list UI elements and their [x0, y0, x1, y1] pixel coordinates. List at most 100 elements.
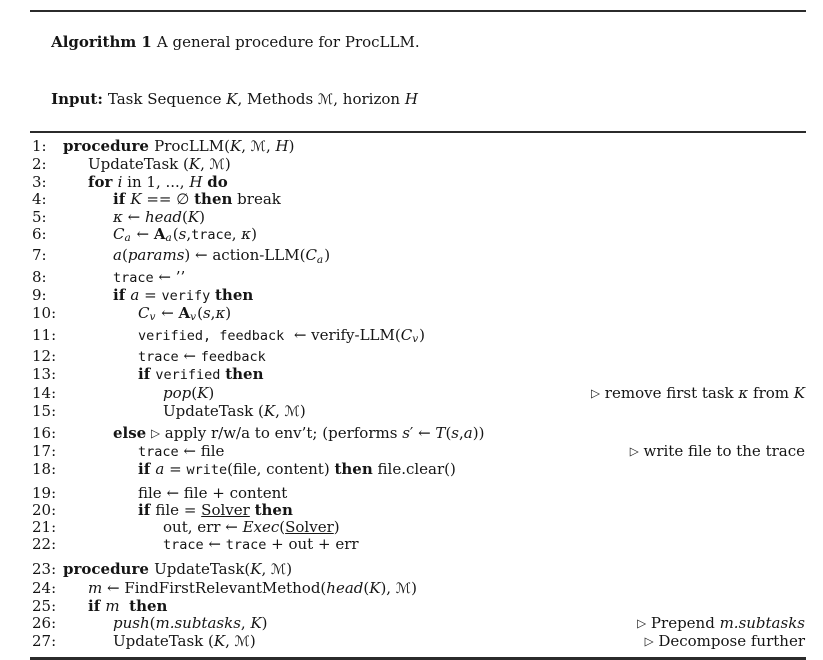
code-token-it: Exec — [242, 517, 280, 536]
code-token-rm: ) — [419, 325, 426, 344]
code-token-it: head — [326, 578, 364, 597]
code-token-rm — [120, 597, 130, 615]
code-content: UpdateTask (K, ℳ) — [113, 633, 256, 651]
code-token-rm: , — [225, 632, 235, 651]
code-token-it: κ — [241, 224, 252, 243]
line-number: 22: — [32, 535, 57, 554]
code-token-kw: else — [113, 423, 147, 442]
code-token-rm: , — [241, 136, 251, 155]
algorithm-line-20: 20:if file = Solver then — [30, 500, 806, 519]
line-number: 5: — [32, 207, 47, 226]
code-token-rm: ( — [197, 304, 203, 323]
line-number: 20: — [32, 500, 57, 519]
code-token-kw: if — [113, 285, 131, 304]
code-token-rm: ← — [203, 535, 226, 554]
line-number: 11: — [32, 325, 57, 344]
code-token-kw: then — [334, 460, 373, 479]
code-token-rm: ← ’’ — [153, 267, 186, 286]
algorithm-line-1: 1:procedure ProcLLM(K, ℳ, H) — [30, 136, 806, 156]
code-token-rm: , — [231, 224, 242, 243]
code-token-rm: Decompose further — [653, 632, 805, 651]
line-number: 21: — [32, 517, 57, 536]
code-token-rm: , — [210, 304, 216, 323]
comment-triangle-icon: ▷ — [151, 425, 161, 440]
code-token-it: a — [130, 285, 140, 304]
code-token-scr: ℳ — [395, 580, 412, 597]
code-content: if a = verify then — [113, 285, 253, 305]
code-token-kw: if — [138, 500, 156, 519]
code-token-rm: UpdateTask ( — [113, 632, 214, 651]
line-number: 27: — [32, 632, 57, 651]
code-content: m ← FindFirstRelevantMethod(head(K), ℳ) — [88, 578, 417, 598]
line-number: 8: — [32, 267, 47, 286]
code-content: if verified then — [138, 366, 263, 384]
code-token-kw: then — [129, 596, 168, 615]
code-token-rm: )) — [472, 423, 485, 442]
code-token-rm: ) — [261, 613, 268, 632]
code-token-it: m.subtasks — [155, 613, 241, 632]
code-token-it: K — [250, 613, 262, 632]
code-token-kw: if — [88, 596, 106, 615]
code-content: UpdateTask (K, ℳ) — [163, 401, 306, 421]
code-content: file ← file + content — [138, 484, 287, 502]
code-token-it: H — [404, 90, 418, 109]
code-token-rm: ) — [288, 136, 295, 155]
code-content: else ▷ apply r/w/a to env’t; (performs s… — [113, 423, 485, 443]
code-token-it: κ — [113, 207, 123, 226]
code-token-rm: ) — [249, 632, 256, 651]
algorithm-caption-title: A general procedure for ProcLLM. — [156, 33, 420, 52]
algorithm-line-23: 23:procedure UpdateTask(K, ℳ) — [30, 561, 806, 579]
code-token-it: T — [435, 423, 446, 442]
algorithm-line-5: 5: κ ← head(K) — [30, 207, 806, 226]
line-number: 26: — [32, 613, 57, 632]
code-content: push(m.subtasks, K) — [113, 613, 268, 632]
code-content: κ ← head(K) — [113, 207, 205, 226]
code-token-rm: ( — [445, 423, 452, 442]
code-token-sub: a — [316, 253, 324, 266]
code-token-rm: ( — [121, 246, 128, 265]
code-token-it: K — [250, 560, 262, 579]
code-token-it: a — [463, 423, 473, 442]
code-content: trace ← feedback — [138, 348, 266, 366]
code-content: pop(K) — [163, 383, 215, 402]
header-rule — [30, 131, 806, 133]
line-number: 17: — [32, 442, 57, 461]
algorithm-line-19: 19:file ← file + content — [30, 484, 806, 502]
code-token-tt: write — [186, 462, 228, 479]
code-token-frak: A — [178, 304, 191, 323]
code-token-rm: UpdateTask ( — [88, 154, 189, 173]
line-number: 13: — [32, 365, 57, 384]
code-content: trace ← ’’ — [113, 267, 186, 287]
code-token-tt: trace — [191, 226, 232, 243]
code-token-scr: ℳ — [271, 562, 287, 579]
code-token-it: head — [144, 207, 183, 226]
code-token-rm: ) ← action-LLM( — [184, 246, 306, 265]
code-token-it: push — [113, 613, 150, 632]
code-token-sub: v — [412, 332, 419, 345]
code-token-tt: feedback — [200, 349, 266, 366]
code-token-scr: ℳ — [209, 156, 225, 173]
code-token-it: K — [213, 632, 226, 651]
code-token-rm: ← FindFirstRelevantMethod( — [102, 578, 327, 597]
comment-triangle-icon: ▷ — [629, 444, 639, 459]
code-token-it: s — [451, 423, 459, 442]
code-token-rm: , — [261, 560, 272, 579]
code-token-kw: then — [225, 365, 264, 384]
algorithm-input-label: Input: — [51, 90, 103, 109]
code-token-rm: in — [122, 173, 147, 192]
code-token-it: K — [263, 401, 276, 420]
algorithm-line-9: 9:if a = verify then — [30, 285, 806, 305]
code-token-rm: break — [232, 190, 281, 209]
code-token-it: H — [275, 136, 289, 155]
code-token-kw: do — [207, 173, 228, 192]
code-token-rm: (file, content) — [227, 460, 335, 479]
comment-triangle-icon: ▷ — [644, 634, 654, 649]
line-number: 16: — [32, 423, 57, 442]
code-token-it: K — [229, 136, 242, 155]
code-token-rm: file = — [155, 500, 202, 519]
code-token-it: i — [117, 173, 123, 192]
code-token-rm: ) — [208, 383, 215, 402]
code-token-it: params — [127, 246, 185, 265]
code-content: procedure UpdateTask(K, ℳ) — [63, 561, 292, 579]
